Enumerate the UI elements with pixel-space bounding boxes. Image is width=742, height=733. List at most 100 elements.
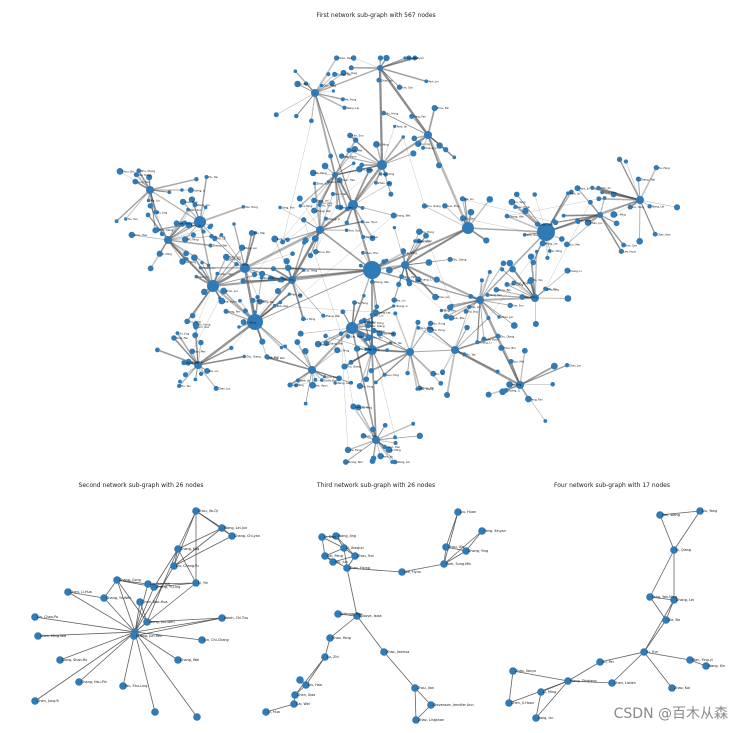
graph-edge bbox=[244, 232, 257, 269]
node-label: Zhao, Jianhua bbox=[386, 650, 409, 654]
graph-node bbox=[493, 287, 500, 293]
graph-node bbox=[522, 207, 529, 215]
graph-edge bbox=[409, 351, 421, 389]
node-label: Zhou, Jian bbox=[417, 686, 434, 690]
node-label: Liu, Yang bbox=[514, 200, 526, 204]
graph-edge bbox=[199, 176, 208, 223]
graph-edge bbox=[116, 579, 136, 633]
graph-node bbox=[247, 314, 263, 330]
graph-node bbox=[391, 297, 397, 303]
node-label: Kim, Soo bbox=[198, 325, 210, 329]
node-label: Park, Jin bbox=[397, 125, 408, 129]
graph-node bbox=[283, 257, 290, 265]
graph-edge bbox=[599, 199, 641, 216]
node-label: Park, Jin bbox=[191, 223, 202, 227]
node-label: He, Feng bbox=[350, 448, 362, 452]
node-label: Liu, Yang bbox=[306, 268, 318, 272]
node-label: Zhao, Kai bbox=[674, 686, 690, 690]
graph-edge bbox=[78, 631, 136, 683]
node-label: Yang, Fan bbox=[229, 257, 242, 261]
graph-node bbox=[318, 533, 326, 541]
graph-node bbox=[290, 700, 298, 708]
graph-edge bbox=[167, 224, 190, 241]
node-label: Chen, Ming-Wei bbox=[40, 634, 66, 638]
graph-node bbox=[486, 196, 494, 203]
node-label: He, Feng bbox=[579, 219, 591, 223]
graph-node bbox=[341, 363, 348, 370]
graph-edge bbox=[212, 247, 243, 287]
node-label: Kim, Soo bbox=[352, 134, 364, 138]
node-label: Wang, Lei bbox=[397, 460, 410, 464]
graph-edge bbox=[314, 92, 345, 109]
node-label: Ma, Lin bbox=[465, 197, 475, 201]
graph-node bbox=[521, 347, 528, 354]
graph-edge bbox=[479, 299, 485, 340]
graph-node bbox=[144, 580, 152, 588]
graph-edge bbox=[442, 271, 491, 373]
node-label: Ma, Lin bbox=[320, 342, 330, 346]
graph-node bbox=[293, 69, 298, 74]
graph-node bbox=[532, 320, 539, 328]
graph-node bbox=[128, 231, 135, 239]
node-label: Huang, Jun-Ren bbox=[136, 634, 162, 638]
graph-node bbox=[427, 326, 434, 333]
graph-node bbox=[399, 274, 405, 280]
node-label: Huang, Li bbox=[479, 340, 492, 344]
graph-node bbox=[537, 688, 545, 696]
node-label: Chen, Hao bbox=[339, 205, 353, 209]
graph-node bbox=[487, 269, 492, 275]
graph-node bbox=[467, 304, 472, 310]
graph-node bbox=[228, 532, 236, 540]
graph-node bbox=[336, 177, 343, 183]
graph-edge bbox=[318, 174, 336, 206]
node-label: Kim, Soo bbox=[626, 243, 638, 247]
graph-node bbox=[360, 205, 365, 210]
graph-edge bbox=[534, 297, 537, 324]
node-label: Xu, Jing bbox=[410, 278, 420, 282]
graph-edge bbox=[519, 365, 555, 386]
graph-edge bbox=[173, 510, 197, 567]
node-label: Zhao, Jun bbox=[381, 78, 394, 82]
graph-edge bbox=[276, 92, 316, 115]
graph-node bbox=[285, 237, 290, 243]
graph-node bbox=[547, 249, 552, 253]
graph-edge bbox=[291, 268, 373, 282]
graph-node bbox=[390, 460, 395, 464]
graph-node bbox=[380, 648, 388, 656]
graph-edge bbox=[352, 173, 381, 206]
graph-node bbox=[406, 348, 414, 356]
graph-node bbox=[170, 562, 178, 570]
graph-edge bbox=[404, 240, 420, 266]
graph-node bbox=[503, 388, 509, 393]
node-label: Li, Ming bbox=[238, 262, 248, 266]
graph-node bbox=[348, 359, 354, 365]
node-label: Xu, Jing bbox=[468, 310, 478, 314]
graph-node bbox=[369, 313, 374, 317]
graph-node bbox=[436, 142, 443, 149]
graph-edge bbox=[314, 74, 335, 94]
graph-node bbox=[436, 162, 443, 169]
graph-node bbox=[147, 265, 154, 272]
graph-edge bbox=[146, 548, 179, 623]
node-label: Guo, Ping bbox=[447, 204, 460, 208]
node-label: Tseng, Jun-Wen bbox=[148, 620, 175, 624]
graph-node bbox=[296, 676, 304, 684]
node-label: Wu, Hong bbox=[433, 322, 446, 326]
graph-edge bbox=[265, 703, 295, 713]
graph-node bbox=[311, 207, 318, 214]
node-label: Yang, Fan bbox=[176, 336, 189, 340]
graph-node bbox=[377, 55, 384, 61]
node-label: Li, Ming bbox=[378, 143, 388, 147]
graph-edge bbox=[178, 364, 199, 387]
graph-edge bbox=[649, 549, 675, 598]
graph-edge bbox=[321, 536, 345, 549]
graph-node bbox=[360, 433, 367, 439]
graph-node bbox=[313, 248, 319, 255]
node-label: Zhu, Qiang bbox=[419, 387, 434, 391]
graph-node bbox=[332, 172, 338, 178]
graph-node bbox=[240, 263, 250, 273]
graph-edge bbox=[212, 285, 256, 323]
graph-edge bbox=[346, 567, 358, 617]
graph-node bbox=[242, 354, 246, 359]
graph-edge bbox=[409, 351, 418, 390]
